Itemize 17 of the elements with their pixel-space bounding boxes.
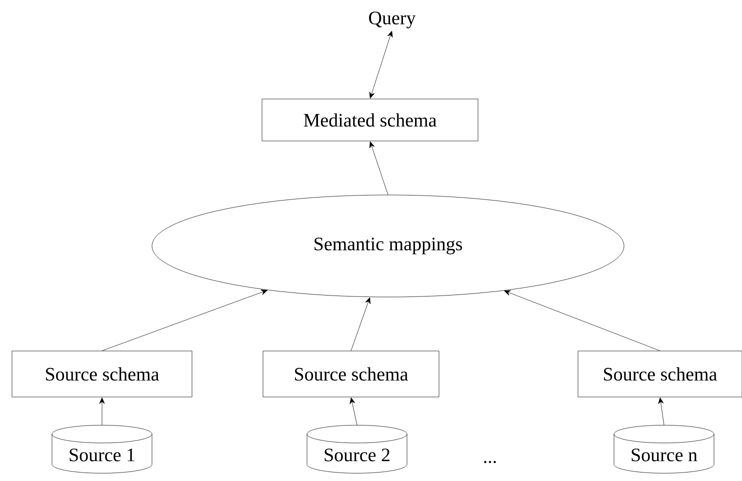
schema-box: Mediated schema — [262, 98, 478, 142]
arrow — [350, 397, 358, 426]
arrow — [369, 30, 393, 98]
arrow — [99, 398, 105, 426]
database-cylinder: Source 2 — [306, 425, 408, 474]
ellipsis-label: ... — [484, 460, 496, 464]
arrow — [369, 141, 388, 195]
arrow — [504, 290, 660, 351]
database-cylinder: Source n — [614, 425, 714, 474]
schema-box: Source schema — [578, 350, 742, 398]
query-label: Query — [369, 12, 416, 28]
schema-box: Source schema — [12, 350, 192, 398]
arrow — [102, 290, 268, 351]
arrow — [350, 297, 370, 351]
schema-box: Source schema — [262, 350, 440, 398]
database-cylinder: Source 1 — [52, 425, 152, 474]
arrow — [658, 397, 664, 426]
